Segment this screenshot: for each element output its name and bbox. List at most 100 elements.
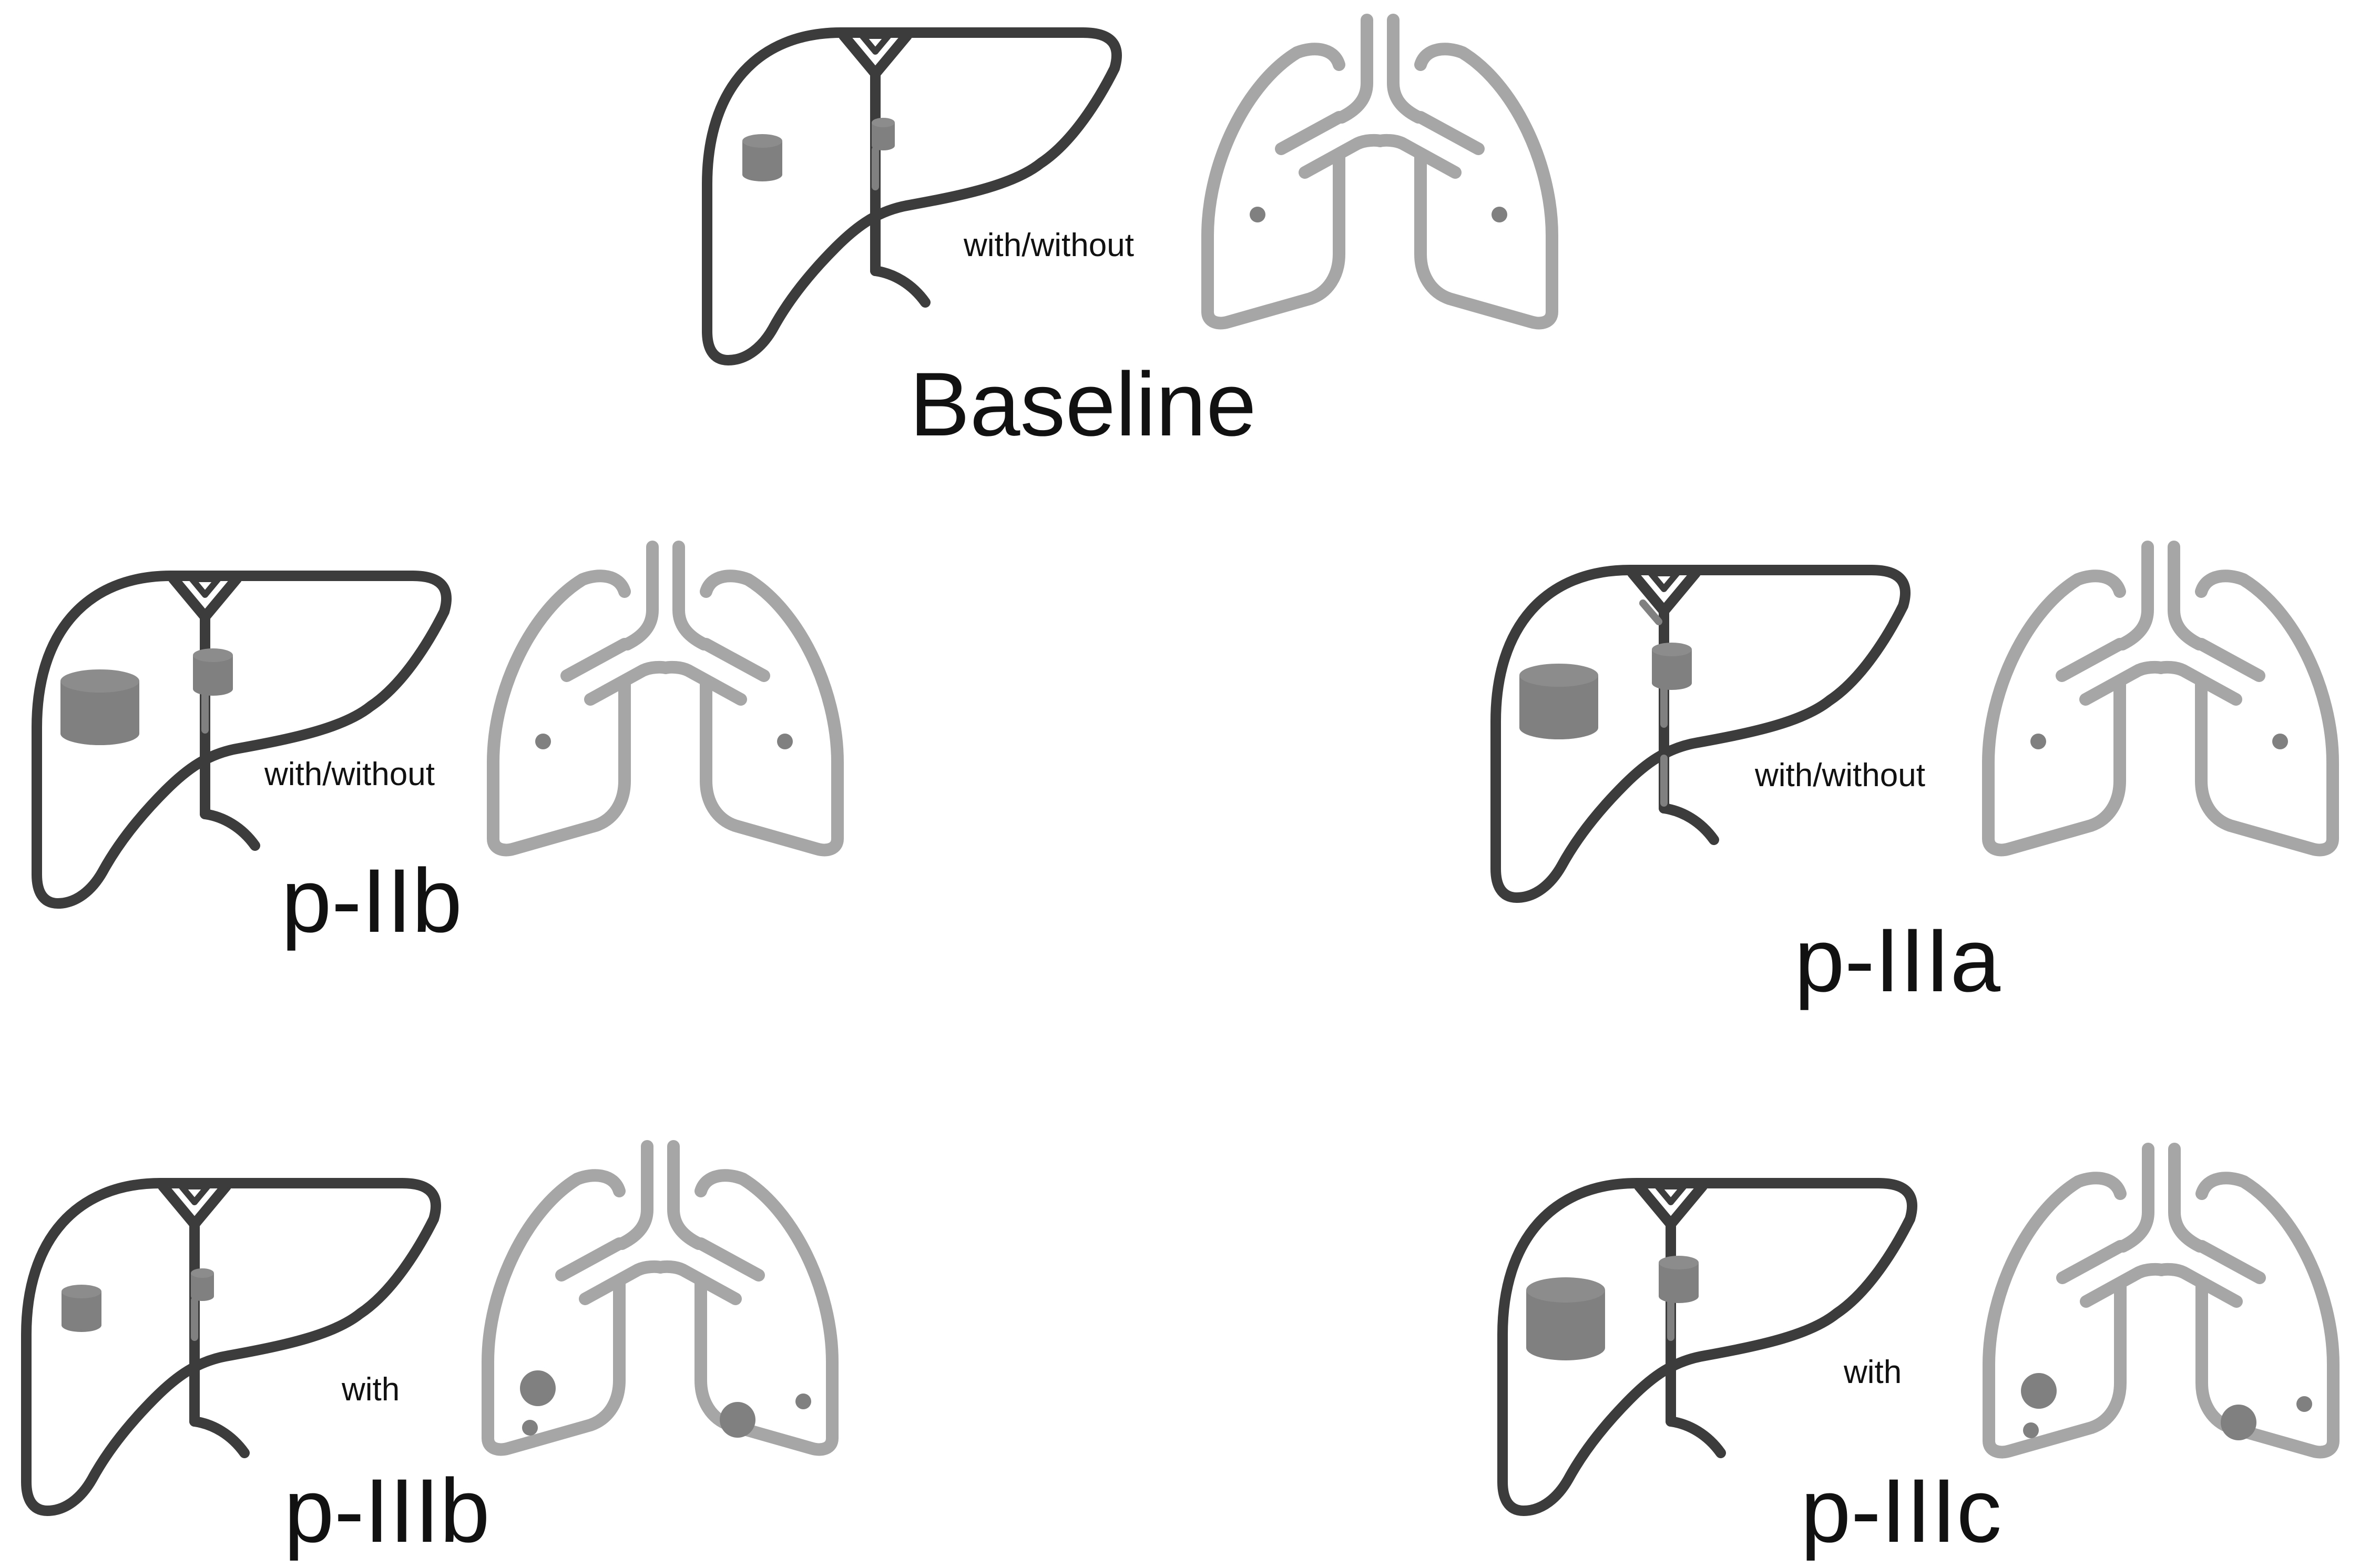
lungs-icon [487, 541, 844, 857]
bronchus-left-upper [2195, 638, 2265, 682]
liver-icon [1490, 565, 1911, 903]
trachea-left [1335, 14, 1373, 124]
liver-lesion [191, 1273, 214, 1301]
trachea-left [2116, 541, 2154, 650]
panel-p-IIIb: with p-IIIb [21, 1140, 839, 1561]
lungs-icon [1201, 14, 1558, 330]
liver-lesion [1659, 1263, 1699, 1303]
lungs-icon [482, 1140, 839, 1456]
liver-lesion [872, 123, 895, 150]
right-lung-outline [1201, 43, 1345, 330]
trachea-right [1387, 14, 1425, 124]
lung-nodule [2030, 734, 2046, 749]
stage-title: Baseline [910, 354, 1257, 455]
liver-icon [21, 1178, 441, 1516]
panel-baseline: with/without Baseline [702, 14, 1558, 455]
liver-lesion-top [62, 1285, 101, 1298]
lung-nodule [2023, 1422, 2039, 1438]
lung-nodule [2296, 1396, 2312, 1412]
liver-lesion-top [1659, 1256, 1699, 1269]
bronchus-left-upper [694, 1237, 765, 1282]
carina [2080, 1263, 2243, 1308]
left-lung-outline [2195, 1172, 2340, 1459]
lung-nodule [522, 1420, 538, 1436]
left-lung-outline [2195, 570, 2339, 857]
connector-label: with/without [1754, 757, 1925, 794]
liver-lesion [1519, 675, 1598, 739]
lungs-icon [1983, 1143, 2340, 1459]
lung-nodule [1250, 207, 1265, 222]
right-lung-outline [487, 570, 631, 857]
liver-outline [1490, 565, 1911, 903]
bronchus-right-upper [555, 1237, 626, 1282]
trachea-right [2168, 1143, 2206, 1253]
connector-label: with/without [264, 756, 435, 792]
carina [1299, 134, 1462, 179]
left-lung-outline [694, 1169, 839, 1456]
lung-nodule [720, 1402, 755, 1438]
stage-title: p-IIIa [1794, 910, 2000, 1011]
panel-p-IIIc: with p-IIIc [1497, 1143, 2340, 1561]
lung-nodule [2021, 1373, 2057, 1409]
lung-nodule [2221, 1405, 2256, 1440]
liver-icon [702, 27, 1122, 365]
liver-lesion-top [193, 648, 233, 662]
liver-lesion-top [191, 1268, 214, 1278]
portal-vein-branch [870, 266, 931, 308]
lung-nodule [777, 734, 793, 749]
liver-lesion [193, 655, 233, 696]
liver-lesion-top [60, 669, 139, 693]
lung-nodule [2272, 734, 2288, 749]
hepatic-vein-triangle [859, 33, 892, 55]
portal-vein-branch [1659, 803, 1719, 845]
panel-p-IIb: with/without p-IIb [32, 541, 844, 951]
carina [584, 660, 747, 706]
stage-title: p-IIIc [1801, 1460, 2001, 1561]
left-lung-outline [700, 570, 844, 857]
hepatic-vein-triangle [189, 576, 221, 598]
stage-title: p-IIIb [284, 1460, 490, 1561]
right-lung-outline [1983, 1172, 2127, 1459]
connector-label: with [1843, 1354, 1902, 1390]
bronchus-left-upper [2195, 1240, 2266, 1284]
carina [579, 1260, 742, 1305]
liver-icon [1497, 1178, 1917, 1516]
liver-lesion-top [872, 118, 895, 127]
liver-outline [32, 571, 452, 909]
liver-lesion-top [742, 134, 782, 148]
panel-p-IIIa: with/without p-IIIa [1490, 541, 2339, 1011]
liver-outline [1497, 1178, 1917, 1516]
liver-lesion [742, 141, 782, 181]
connector-label: with [341, 1371, 400, 1408]
stage-title: p-IIb [281, 850, 462, 951]
hepatic-vein-triangle [1654, 1183, 1687, 1205]
right-lung-outline [482, 1169, 626, 1456]
bronchus-left-upper [1414, 111, 1485, 155]
liver-lesion-top [1652, 643, 1692, 656]
trachea-right [667, 1140, 705, 1250]
hepatic-vein-triangle [178, 1183, 211, 1205]
right-lung-outline [1982, 570, 2126, 857]
hepatic-vein-triangle [1648, 570, 1680, 592]
liver-outline [702, 27, 1122, 365]
portal-vein-branch [189, 1416, 250, 1458]
bronchus-right-upper [2056, 1240, 2127, 1284]
bronchus-right-upper [2056, 638, 2126, 682]
liver-lesion [1526, 1290, 1605, 1360]
lung-nodule [1492, 207, 1507, 222]
left-lung-outline [1414, 43, 1558, 330]
liver-lesion-top [1526, 1277, 1605, 1303]
lung-nodule [795, 1394, 811, 1409]
liver-outline [21, 1178, 441, 1516]
liver-lesion-top [1519, 664, 1598, 687]
bronchus-left-upper [700, 638, 770, 682]
trachea-left [621, 541, 659, 650]
portal-vein-branch [1666, 1416, 1726, 1458]
liver-icon [32, 571, 452, 909]
trachea-left [2117, 1143, 2154, 1253]
liver-lesion [62, 1292, 101, 1332]
bronchus-right-upper [560, 638, 631, 682]
portal-vein-branch [200, 809, 260, 851]
liver-lesion [60, 681, 139, 745]
